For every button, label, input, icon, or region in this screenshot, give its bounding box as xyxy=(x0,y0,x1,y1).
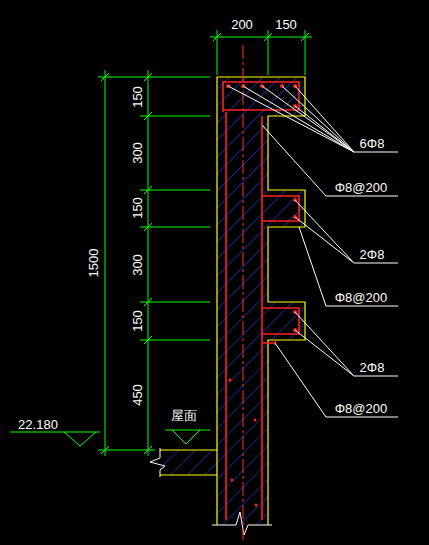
rebar-callout: 6Φ8 xyxy=(360,137,385,150)
elevation-text: 22.180 xyxy=(18,418,58,431)
rebar-callout: 2Φ8 xyxy=(360,248,385,261)
rebar-callout: Φ8@200 xyxy=(335,291,388,304)
dimension-text: 200 xyxy=(231,18,253,31)
dimension-text: 150 xyxy=(131,86,144,108)
dimension-text: 150 xyxy=(131,197,144,219)
dimension-text: 150 xyxy=(275,18,297,31)
dimension-text: 1500 xyxy=(87,249,100,278)
dimension-text: 300 xyxy=(131,254,144,276)
rebar-callout: Φ8@200 xyxy=(335,181,388,194)
dimension-text: 450 xyxy=(131,384,144,406)
dimension-text: 300 xyxy=(131,142,144,164)
level-label: 屋面 xyxy=(171,409,197,422)
dimension-text: 150 xyxy=(131,310,144,332)
rebar-callout: Φ8@200 xyxy=(335,402,388,415)
rebar-callout: 2Φ8 xyxy=(360,361,385,374)
